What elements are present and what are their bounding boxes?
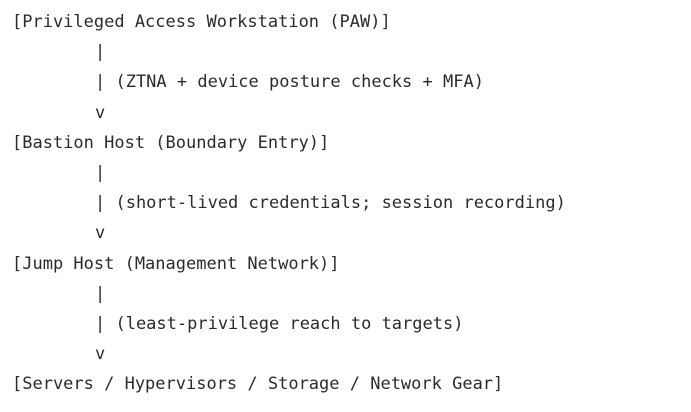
edge-1-arrow: v [95,102,106,123]
edge-2-label: | (short-lived credentials; session reco… [95,193,566,214]
edge-2-bar: | [95,162,106,183]
node-paw: [Privileged Access Workstation (PAW)] [12,12,391,32]
edge-2-arrow: v [95,223,106,244]
edge-3-arrow: v [95,344,106,365]
node-jump-host: [Jump Host (Management Network)] [12,253,340,274]
edge-3-label: | (least-privilege reach to targets) [95,313,464,334]
edge-3-bar: | [95,283,106,304]
node-targets: [Servers / Hypervisors / Storage / Netwo… [12,374,504,395]
edge-1-label: | (ZTNA + device posture checks + MFA) [95,72,484,93]
node-bastion-host: [Bastion Host (Boundary Entry)] [12,132,330,153]
edge-1-bar: | [95,42,106,63]
